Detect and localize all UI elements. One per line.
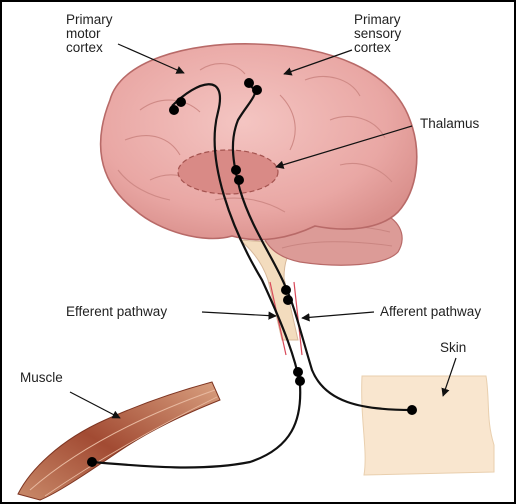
synapse-dot (169, 105, 179, 115)
synapse-dot-skin (407, 405, 417, 415)
synapse-dot (234, 175, 244, 185)
arrow-afferent (302, 312, 374, 318)
thalamus-region (178, 150, 278, 194)
synapse-dot-muscle (87, 457, 97, 467)
label-muscle: Muscle (20, 370, 63, 385)
arrow-muscle (70, 392, 120, 418)
label-primary-motor-cortex: Primary motor cortex (66, 12, 116, 55)
synapse-dot (231, 165, 241, 175)
label-efferent-pathway: Efferent pathway (66, 304, 167, 319)
synapse-dot (281, 285, 291, 295)
synapse-dot (176, 97, 186, 107)
label-afferent-pathway: Afferent pathway (380, 304, 481, 319)
synapse-dot (252, 85, 262, 95)
synapse-dot (283, 295, 293, 305)
synapse-dot (244, 78, 254, 88)
label-skin: Skin (440, 340, 466, 355)
skin-patch (362, 376, 494, 475)
arrow-efferent (202, 312, 276, 316)
label-thalamus: Thalamus (420, 116, 480, 131)
cerebrum (101, 44, 417, 240)
label-primary-sensory-cortex: Primary sensory cortex (354, 12, 405, 55)
synapse-dot (293, 367, 303, 377)
synapse-dot (295, 376, 305, 386)
afferent-tract-line (294, 282, 302, 355)
